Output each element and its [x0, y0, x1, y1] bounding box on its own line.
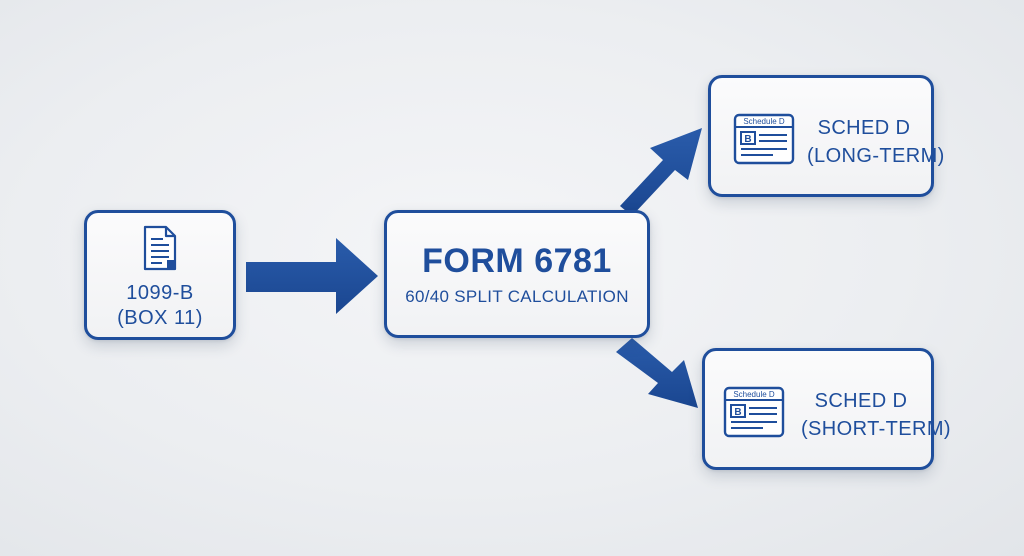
- source-subtitle: (BOX 11): [117, 307, 203, 329]
- source-title: 1099-B: [126, 282, 194, 304]
- document-icon: [143, 225, 177, 271]
- schedule-form-icon: Schedule D B: [733, 113, 795, 165]
- schedule-icon-label: Schedule D: [733, 390, 775, 399]
- sched-d-short-term-box: Schedule D B SCHED D (SHORT-TERM): [702, 348, 951, 470]
- arrow-form-to-long-term: [620, 128, 702, 216]
- form-subtitle: 60/40 SPLIT CALCULATION: [405, 287, 629, 306]
- arrow-source-to-form: [246, 238, 378, 314]
- short-term-subtitle: (SHORT-TERM): [801, 418, 951, 440]
- form-6781-box: FORM 6781 60/40 SPLIT CALCULATION: [384, 210, 650, 338]
- schedule-icon-letter: B: [744, 134, 751, 145]
- sched-d-long-term-box: Schedule D B SCHED D (LONG-TERM): [708, 75, 945, 197]
- form-title: FORM 6781: [422, 242, 612, 280]
- source-1099b-box: 1099-B (BOX 11): [84, 210, 236, 340]
- long-term-label: SCHED D (LONG-TERM): [807, 114, 945, 170]
- schedule-form-icon: Schedule D B: [723, 386, 785, 438]
- arrow-form-to-short-term: [616, 338, 698, 408]
- long-term-subtitle: (LONG-TERM): [807, 145, 945, 167]
- schedule-icon-label: Schedule D: [743, 117, 785, 126]
- short-term-label: SCHED D (SHORT-TERM): [801, 387, 951, 443]
- long-term-title: SCHED D: [817, 117, 911, 139]
- short-term-title: SCHED D: [814, 390, 908, 412]
- schedule-icon-letter: B: [734, 407, 741, 418]
